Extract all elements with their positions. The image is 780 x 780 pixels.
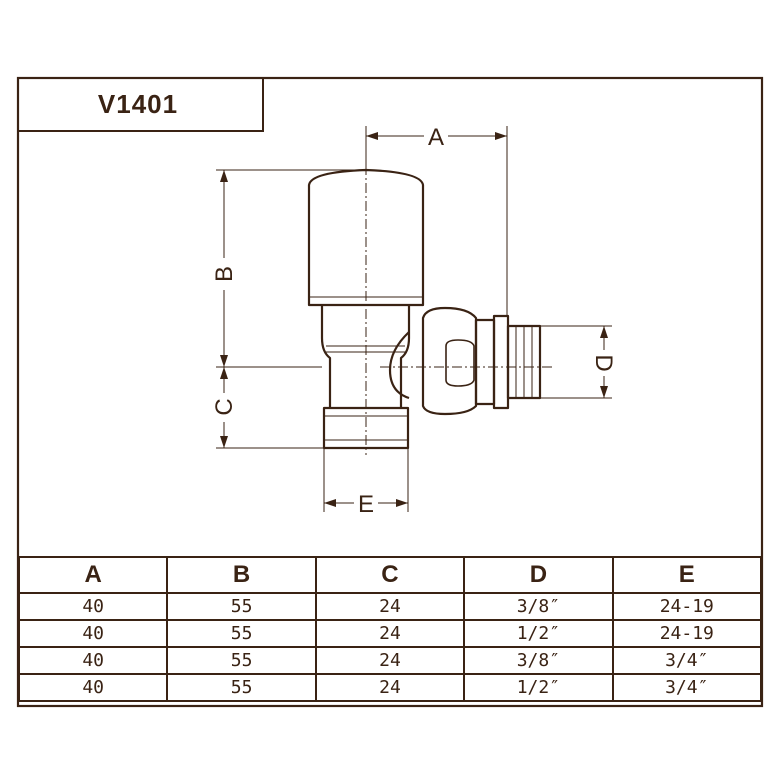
- table-row: 40 55 24 1/2″ 3/4″: [17, 673, 763, 702]
- dimension-table: A B C D E 40 55 24 3/8″ 24-19 40 55 24 1…: [17, 556, 763, 702]
- hex-nut-inner: [445, 339, 475, 387]
- dimension-arrows: [220, 132, 608, 507]
- arrow-c-top: [220, 367, 228, 379]
- valve-body: [307, 168, 542, 450]
- cell-d: 3/8″: [463, 592, 614, 621]
- header-a: A: [17, 556, 169, 594]
- cell-a: 40: [17, 646, 169, 675]
- cell-a: 40: [17, 619, 169, 648]
- title-box: V1401: [18, 78, 264, 132]
- dimension-lines: [216, 126, 612, 512]
- cell-b: 55: [166, 592, 317, 621]
- cell-b: 55: [166, 619, 317, 648]
- arrow-a-right: [495, 132, 507, 140]
- header-e: E: [611, 556, 763, 594]
- header-c: C: [314, 556, 466, 594]
- center-lines: [365, 165, 555, 455]
- cell-e: 3/4″: [611, 673, 763, 702]
- dim-label-e: E: [358, 491, 374, 518]
- dim-label-a: A: [428, 124, 444, 151]
- cell-d: 3/8″: [463, 646, 614, 675]
- side-hex-nut: [421, 306, 478, 416]
- arrow-d-bottom: [600, 386, 608, 398]
- elbow-curve: [388, 331, 410, 400]
- cell-b: 55: [166, 673, 317, 702]
- drawing-frame: [16, 76, 764, 708]
- cell-e: 24-19: [611, 619, 763, 648]
- arrow-a-left: [366, 132, 378, 140]
- arrow-b-top: [220, 170, 228, 182]
- table-row: 40 55 24 3/8″ 3/4″: [17, 646, 763, 675]
- dim-label-d: D: [590, 354, 617, 371]
- model-code: V1401: [97, 88, 179, 119]
- table-header-row: A B C D E: [17, 556, 763, 594]
- arrow-c-bottom: [220, 436, 228, 448]
- side-connector: [492, 314, 510, 410]
- cell-a: 40: [17, 673, 169, 702]
- cell-c: 24: [314, 592, 466, 621]
- header-d: D: [463, 556, 614, 594]
- cell-d: 1/2″: [463, 673, 614, 702]
- cell-c: 24: [314, 646, 466, 675]
- arrow-e-right: [396, 499, 408, 507]
- table-row: 40 55 24 3/8″ 24-19: [17, 592, 763, 621]
- cell-c: 24: [314, 673, 466, 702]
- dim-label-c: C: [211, 398, 238, 415]
- side-fitting: [474, 318, 496, 406]
- arrow-d-top: [600, 326, 608, 338]
- table-row: 40 55 24 1/2″ 24-19: [17, 619, 763, 648]
- cell-b: 55: [166, 646, 317, 675]
- dim-label-b: B: [211, 266, 238, 282]
- arrow-e-left: [324, 499, 336, 507]
- arrow-b-bottom: [220, 355, 228, 367]
- valve-neck: [320, 305, 411, 408]
- cell-e: 24-19: [611, 592, 763, 621]
- cell-a: 40: [17, 592, 169, 621]
- cell-e: 3/4″: [611, 646, 763, 675]
- cell-c: 24: [314, 619, 466, 648]
- cell-d: 1/2″: [463, 619, 614, 648]
- header-b: B: [166, 556, 317, 594]
